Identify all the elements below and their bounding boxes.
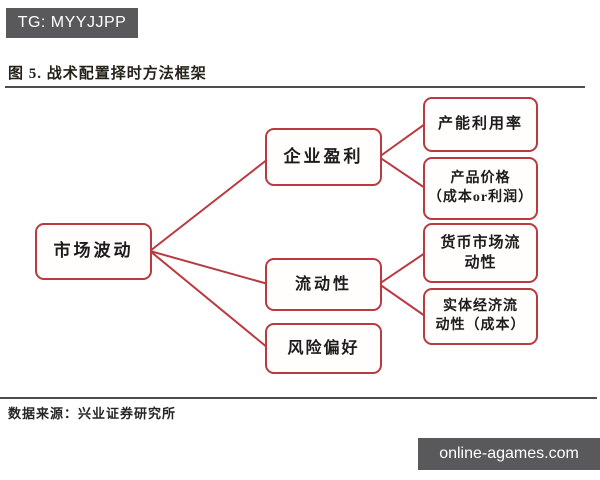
tg-watermark-badge: TG: MYYJJPP — [6, 8, 138, 38]
node-label: （成本or利润） — [427, 189, 534, 205]
node-real-economy-liquidity: 实体经济流 动性（成本） — [423, 288, 538, 345]
node-label: 货币市场流 — [440, 234, 521, 251]
node-label: 流动性 — [294, 275, 352, 293]
edge-root-liquidity — [149, 250, 269, 285]
node-label: 动性 — [464, 255, 497, 271]
node-label: 产品价格 — [450, 170, 511, 186]
edge-earnings-price — [378, 156, 426, 189]
site-watermark-badge: online-agames.com — [418, 438, 600, 470]
figure-title: 图 5. 战术配置择时方法框架 — [8, 66, 207, 82]
node-label: 动性（成本） — [435, 317, 526, 333]
edge-root-earnings — [149, 158, 269, 252]
edge-liquidity-money — [378, 252, 426, 285]
node-product-price: 产品价格 （成本or利润） — [423, 157, 538, 220]
node-market-volatility: 市场波动 — [35, 223, 152, 280]
node-label: 产能利用率 — [437, 116, 523, 133]
edge-earnings-capacity — [378, 123, 426, 158]
node-money-market-liquidity: 货币市场流 动性 — [423, 223, 538, 283]
node-corporate-earnings: 企业盈利 — [265, 128, 382, 186]
edge-liquidity-real — [378, 283, 426, 317]
node-liquidity: 流动性 — [265, 258, 382, 311]
title-divider — [5, 86, 585, 88]
node-label: 企业盈利 — [283, 146, 364, 166]
edge-root-risk — [149, 250, 269, 349]
node-label: 实体经济流 — [443, 298, 518, 314]
node-label: 市场波动 — [53, 241, 134, 261]
data-source-note: 数据来源：兴业证券研究所 — [8, 406, 177, 421]
node-capacity-utilization: 产能利用率 — [423, 97, 538, 152]
footer-divider — [0, 397, 597, 399]
node-label: 风险偏好 — [287, 339, 360, 357]
node-risk-appetite: 风险偏好 — [265, 323, 382, 374]
